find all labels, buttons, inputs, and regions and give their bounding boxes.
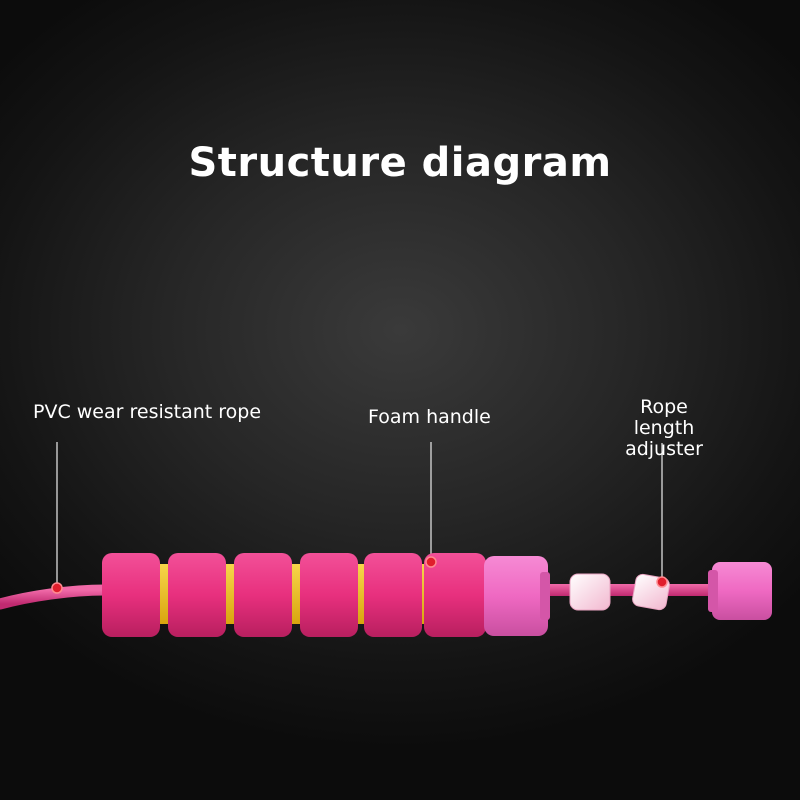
foam-segment: [168, 553, 226, 637]
foam-segment: [424, 553, 486, 637]
adjuster-marker-dot: [656, 576, 668, 588]
rope-right-segment: [540, 584, 720, 596]
foam-segment: [102, 553, 160, 637]
adjuster-clip: [569, 573, 611, 611]
rope-left-segment: [0, 584, 111, 610]
adjuster-label-line1: Rope length: [633, 396, 695, 439]
rope-end-stopper: [712, 562, 772, 620]
handle-end-cap-rim: [540, 572, 550, 620]
adjuster-label-line2: adjuster: [625, 438, 703, 460]
foam-segment: [234, 553, 292, 637]
foam-segment: [364, 553, 422, 637]
rope-end-stopper-rim: [708, 570, 718, 612]
adjuster-label: Rope length adjuster: [608, 397, 720, 460]
diagram-title: Structure diagram: [188, 140, 612, 186]
foam-marker-dot: [425, 556, 437, 568]
rope-marker-dot: [51, 582, 63, 594]
rope-label: PVC wear resistant rope: [33, 401, 262, 423]
handle-end-cap: [484, 556, 548, 636]
foam-handle-label: Foam handle: [368, 406, 491, 428]
foam-segment: [300, 553, 358, 637]
